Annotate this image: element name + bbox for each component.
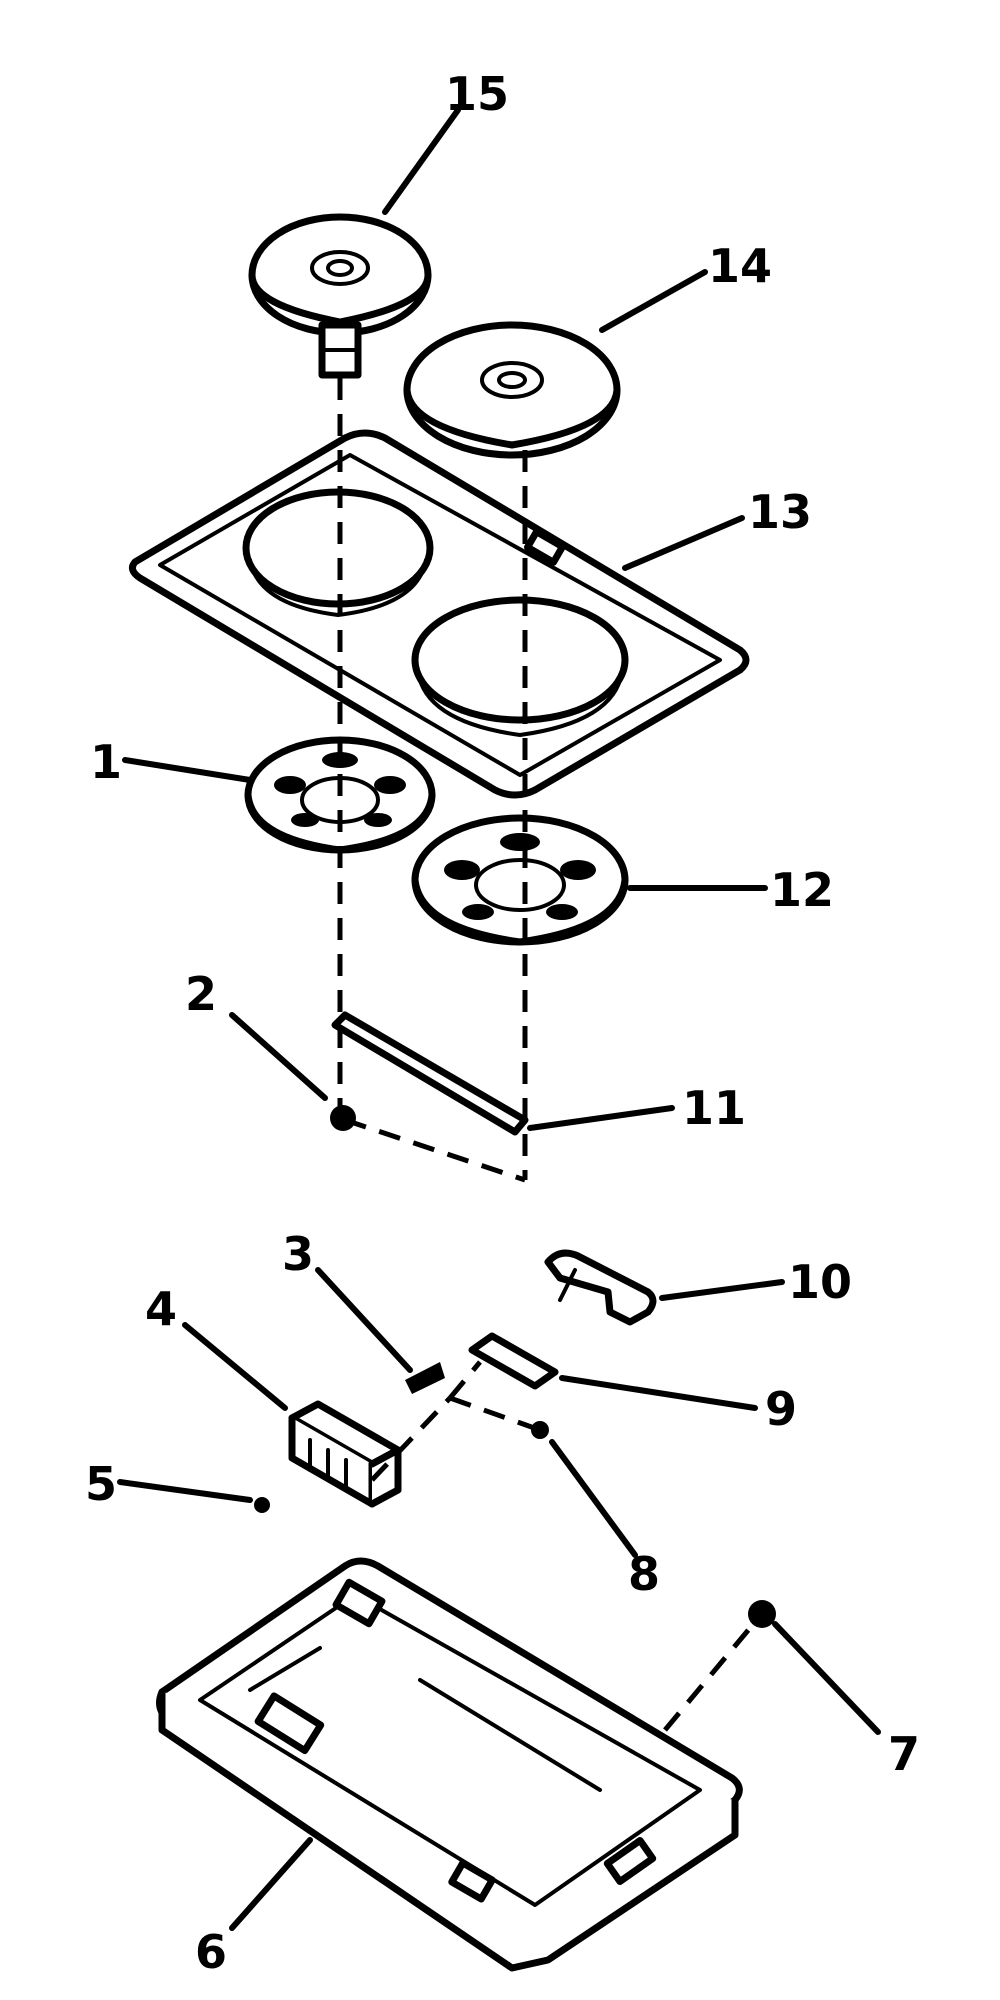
callout-8: 8 bbox=[628, 1547, 660, 1601]
callout-11: 11 bbox=[682, 1081, 746, 1135]
leader-14 bbox=[599, 269, 708, 333]
part-8-screw bbox=[531, 1421, 549, 1439]
part-15-surface-unit-small bbox=[248, 213, 432, 379]
callout-10: 10 bbox=[788, 1255, 852, 1309]
callout-9: 9 bbox=[765, 1382, 797, 1436]
callout-5: 5 bbox=[85, 1457, 117, 1511]
part-11-support-bar bbox=[331, 1011, 529, 1136]
leader-2 bbox=[229, 1012, 328, 1101]
leader-10 bbox=[659, 1279, 785, 1301]
callout-2: 2 bbox=[185, 967, 217, 1021]
part-13-cooktop-frame bbox=[128, 429, 750, 799]
leader-9 bbox=[559, 1375, 758, 1411]
leader-13 bbox=[622, 515, 745, 571]
callout-1: 1 bbox=[90, 735, 122, 789]
part-12-reflector-pan-large bbox=[411, 814, 629, 946]
leader-6 bbox=[229, 1837, 313, 1931]
assembly-axis-lines bbox=[337, 378, 762, 1732]
part-2-screw bbox=[330, 1105, 356, 1131]
leader-15 bbox=[382, 107, 461, 215]
leader-1 bbox=[122, 757, 253, 783]
leader-7 bbox=[772, 1621, 881, 1735]
part-5-screw bbox=[254, 1497, 270, 1513]
leader-8 bbox=[549, 1439, 638, 1558]
callout-7: 7 bbox=[888, 1727, 920, 1781]
callout-4: 4 bbox=[145, 1282, 177, 1336]
callout-15: 15 bbox=[445, 67, 509, 121]
callout-13: 13 bbox=[748, 485, 812, 539]
leader-lines bbox=[117, 107, 881, 1931]
leader-3 bbox=[315, 1267, 413, 1373]
part-9-plate bbox=[468, 1332, 559, 1390]
callout-6: 6 bbox=[195, 1925, 227, 1979]
callout-labels: 15 14 13 1 12 2 11 3 10 4 9 5 8 7 6 bbox=[85, 67, 920, 1979]
callout-3: 3 bbox=[282, 1227, 314, 1281]
part-3-clip bbox=[405, 1362, 445, 1394]
leader-5 bbox=[117, 1479, 253, 1503]
part-4-terminal-block bbox=[288, 1400, 402, 1508]
leader-11 bbox=[527, 1105, 675, 1131]
part-7-fastener bbox=[748, 1600, 776, 1628]
leader-4 bbox=[182, 1322, 288, 1411]
part-6-base-box bbox=[156, 1557, 743, 1972]
part-10-bracket bbox=[544, 1249, 657, 1326]
callout-12: 12 bbox=[770, 863, 834, 917]
callout-14: 14 bbox=[708, 239, 772, 293]
part-14-surface-unit-large bbox=[403, 321, 621, 459]
